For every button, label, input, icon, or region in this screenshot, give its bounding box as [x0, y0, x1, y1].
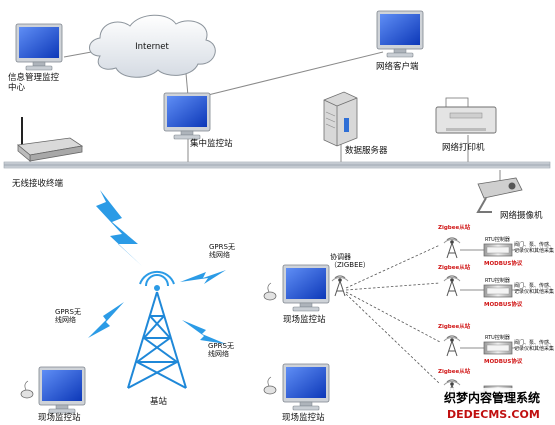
coordinator-label: 协调器（ZIGBEE）: [330, 252, 370, 269]
wireless-bolt-top: [96, 190, 142, 266]
lan-bus: [3, 161, 551, 169]
data-server: 数据服务器: [323, 91, 388, 156]
zigbee-slave-2: Zigbee从站 RTU控制器 MODBUS协议 阀门、泵、传感、记录仪和其他采…: [438, 263, 554, 308]
gprs-label-bottom: GPRS无线网络: [208, 342, 234, 358]
modbus-label: MODBUS协议: [484, 357, 523, 365]
wireless-bolt-right-upper: [180, 270, 226, 284]
info-center-computer: 信息管理监控中心: [8, 23, 63, 93]
site-station-left-label: 现场监控站: [38, 412, 81, 423]
zigbee-slave-label: Zigbee从站: [438, 223, 471, 231]
internet-label: Internet: [135, 42, 169, 52]
central-station-label: 集中监控站: [190, 138, 233, 149]
zigbee-slave-1: Zigbee从站 RTU控制器 MODBUS协议 阀门、泵、传感、记录仪和其他采…: [438, 223, 554, 267]
device-text: 阀门、泵、传感、记录仪和其他采集: [514, 282, 554, 295]
zigbee-slave-3: Zigbee从站 RTU控制器 MODBUS协议 阀门、泵、传感、记录仪和其他采…: [438, 322, 554, 365]
device-text: 阀门、泵、传感、记录仪和其他采集: [514, 339, 554, 352]
gprs-label-left: GPRS无线网络: [55, 308, 81, 324]
base-station-tower: 基站: [127, 270, 187, 407]
data-server-label: 数据服务器: [345, 145, 388, 156]
internet-cloud: Internet: [89, 14, 216, 78]
rtu-label: RTU控制器: [485, 334, 510, 341]
watermark: 织梦内容管理系统 DEDECMS.COM: [440, 388, 554, 424]
base-station-label: 基站: [150, 396, 168, 407]
watermark-line1: 织梦内容管理系统: [444, 390, 540, 405]
rtu-label: RTU控制器: [485, 277, 510, 284]
gprs-label-top: GPRS无线网络: [209, 243, 235, 259]
info-center-label: 信息管理监控中心: [8, 72, 60, 93]
zigbee-links: [345, 244, 441, 385]
rtu-label: RTU控制器: [485, 236, 510, 243]
device-text: 阀门、泵、传感、记录仪和其他采集: [514, 241, 554, 254]
site-station-bottom: 现场监控站: [263, 363, 330, 423]
central-station-computer: 集中监控站: [163, 92, 233, 149]
coordinator-antenna: 协调器（ZIGBEE）: [330, 252, 370, 297]
network-camera: 网络摄像机: [476, 177, 543, 221]
modbus-label: MODBUS协议: [484, 259, 523, 267]
network-camera-label: 网络摄像机: [500, 210, 543, 221]
network-printer: 网络打印机: [435, 97, 497, 153]
wireless-terminal-label: 无线接收终端: [12, 178, 64, 189]
site-station-center-label: 现场监控站: [283, 314, 326, 325]
network-printer-label: 网络打印机: [442, 142, 485, 153]
wireless-terminal-router: 无线接收终端: [12, 117, 84, 189]
wireless-bolt-right-lower: [182, 320, 226, 344]
site-station-bottom-label: 现场监控站: [282, 412, 325, 423]
wireless-bolt-left: [88, 302, 124, 338]
site-station-left: 现场监控站: [20, 366, 86, 423]
zigbee-slaves: Zigbee从站 RTU控制器 MODBUS协议 阀门、泵、传感、记录仪和其他采…: [438, 223, 554, 401]
modbus-label: MODBUS协议: [484, 300, 523, 308]
wireless-links: [88, 190, 226, 344]
network-client-computer: 网络客户端: [376, 10, 424, 72]
network-client-label: 网络客户端: [376, 61, 419, 72]
watermark-line2: DEDECMS.COM: [447, 408, 540, 421]
zigbee-slave-label: Zigbee从站: [438, 263, 471, 271]
zigbee-slave-label: Zigbee从站: [438, 322, 471, 330]
zigbee-slave-label: Zigbee从站: [438, 367, 471, 375]
site-station-center: 现场监控站: [263, 264, 330, 325]
